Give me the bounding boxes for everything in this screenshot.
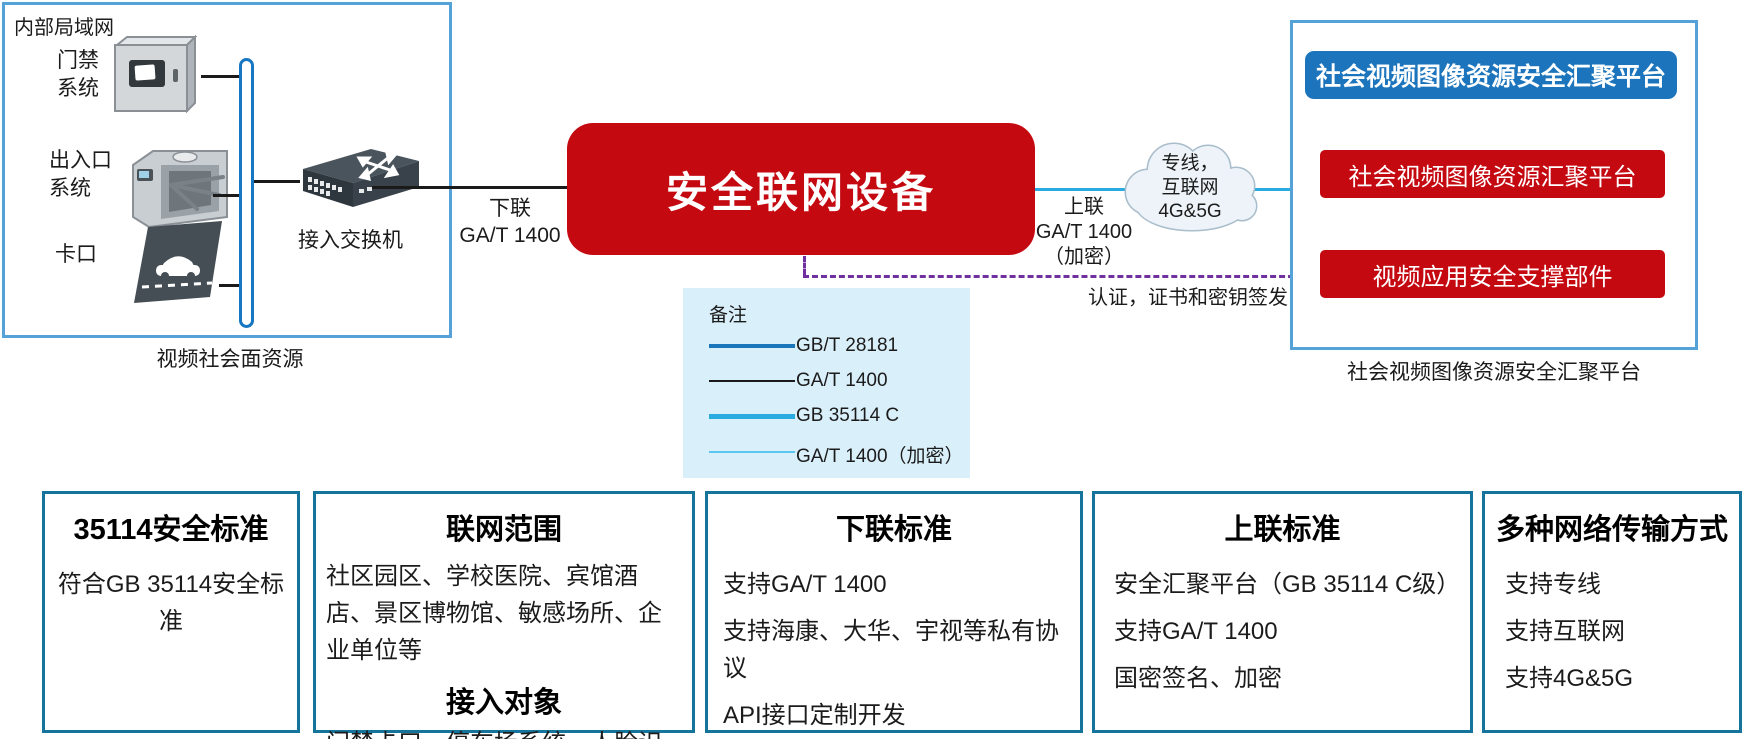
legend-label: GA/T 1400 <box>796 370 888 391</box>
lan-title: 内部局域网 <box>14 17 114 39</box>
card-title: 下联标准 <box>835 514 952 546</box>
checkpoint-label: 卡口 <box>55 243 97 266</box>
wire-checkpoint-to-bus <box>219 284 242 287</box>
access-switch-icon <box>303 149 419 207</box>
cloud-icon <box>1124 142 1258 232</box>
card-line: 支持专线 <box>1505 571 1601 598</box>
checkpoint-sign-icon <box>134 221 222 303</box>
auth-dashed-line-horizontal <box>803 275 1321 278</box>
card-downlink-standard: 下联标准 支持GA/T 1400 支持海康、大华、宇视等私有协议 API接口定制… <box>705 491 1083 733</box>
platform-module-aggregation: 社会视频图像资源汇聚平台 <box>1320 150 1665 198</box>
downlink-line <box>372 186 567 189</box>
card-title: 多种网络传输方式 <box>1495 514 1728 546</box>
card-uplink-standard: 上联标准 安全汇聚平台（GB 35114 C级） 支持GA/T 1400 国密签… <box>1092 491 1473 733</box>
card-subtitle: 接入对象 <box>445 687 562 719</box>
card-title: 上联标准 <box>1224 514 1341 546</box>
card-title: 35114安全标准 <box>73 514 269 546</box>
uplink-label: 上联 GA/T 1400 （加密） <box>1035 196 1133 268</box>
card-line: 符合GB 35114安全标准 <box>57 571 285 635</box>
legend-line-gat1400 <box>709 380 795 382</box>
entrance-exit-label: 出入口 系统 <box>49 149 112 200</box>
card-35114-standard: 35114安全标准 符合GB 35114安全标准 <box>42 491 300 733</box>
security-device-label: 安全联网设备 <box>665 168 936 216</box>
auth-label: 认证，证书和密钥签发 <box>1088 287 1288 309</box>
door-access-label: 门禁 系统 <box>57 49 99 100</box>
legend-label: GB 35114 C <box>796 405 900 426</box>
legend-label: GB/T 28181 <box>796 335 899 356</box>
legend-line-gb35114c <box>709 414 795 419</box>
wire-door-to-bus <box>201 75 242 78</box>
legend-line-gat1400-encrypted <box>709 451 795 453</box>
legend-box: 备注 GB/T 28181 GA/T 1400 GB 35114 C GA/T … <box>683 288 970 478</box>
card-line: 门禁卡口、停车场系统、人脸识别系统等 <box>316 725 692 739</box>
turnstile-icon <box>132 150 228 229</box>
wan-cloud: 专线， 互联网 4G&5G <box>1110 130 1270 240</box>
lan-caption: 视频社会面资源 <box>156 348 304 371</box>
security-device-box: 安全联网设备 <box>567 123 1035 255</box>
lan-bus-bar <box>239 58 254 328</box>
cloud-label: 专线， 互联网 4G&5G <box>1158 153 1222 222</box>
wire-gate-to-bus <box>213 194 242 197</box>
door-access-icon <box>114 34 198 114</box>
card-line: 支持GA/T 1400 <box>1114 618 1278 645</box>
card-line: 支持海康、大华、宇视等私有协议 <box>723 618 1059 682</box>
auth-dashed-line-vertical <box>803 256 806 275</box>
platform-caption: 社会视频图像资源安全汇聚平台 <box>1347 361 1641 384</box>
card-line: 国密签名、加密 <box>1114 665 1282 692</box>
card-line: 社区园区、学校医院、宾馆酒店、景区博物馆、敏感场所、企业单位等 <box>326 563 662 664</box>
card-line: 支持互联网 <box>1505 618 1625 645</box>
internal-lan-box: 内部局域网 门禁 系统 出入口 系统 卡口 <box>2 2 452 338</box>
downlink-label: 下联 GA/T 1400 <box>459 197 561 247</box>
card-title: 联网范围 <box>445 514 562 546</box>
legend-line-gbt28181 <box>709 344 795 348</box>
access-switch-label: 接入交换机 <box>298 229 403 252</box>
platform-header: 社会视频图像资源安全汇聚平台 <box>1305 51 1677 99</box>
platform-module-security-support: 视频应用安全支撑部件 <box>1320 250 1665 298</box>
wire-bus-to-switch <box>254 180 300 183</box>
card-line: 支持4G&5G <box>1505 665 1634 692</box>
card-transport-modes: 多种网络传输方式 支持专线 支持互联网 支持4G&5G <box>1482 491 1742 733</box>
card-line: API接口定制开发 <box>723 702 906 729</box>
platform-box: 社会视频图像资源安全汇聚平台 社会视频图像资源汇聚平台 视频应用安全支撑部件 <box>1290 20 1698 350</box>
card-line: 安全汇聚平台（GB 35114 C级） <box>1114 571 1461 598</box>
card-line: 支持GA/T 1400 <box>723 571 887 598</box>
legend-title: 备注 <box>709 305 748 326</box>
card-network-scope: 联网范围 社区园区、学校医院、宾馆酒店、景区博物馆、敏感场所、企业单位等 接入对… <box>313 491 695 739</box>
legend-label: GA/T 1400（加密） <box>796 446 964 467</box>
